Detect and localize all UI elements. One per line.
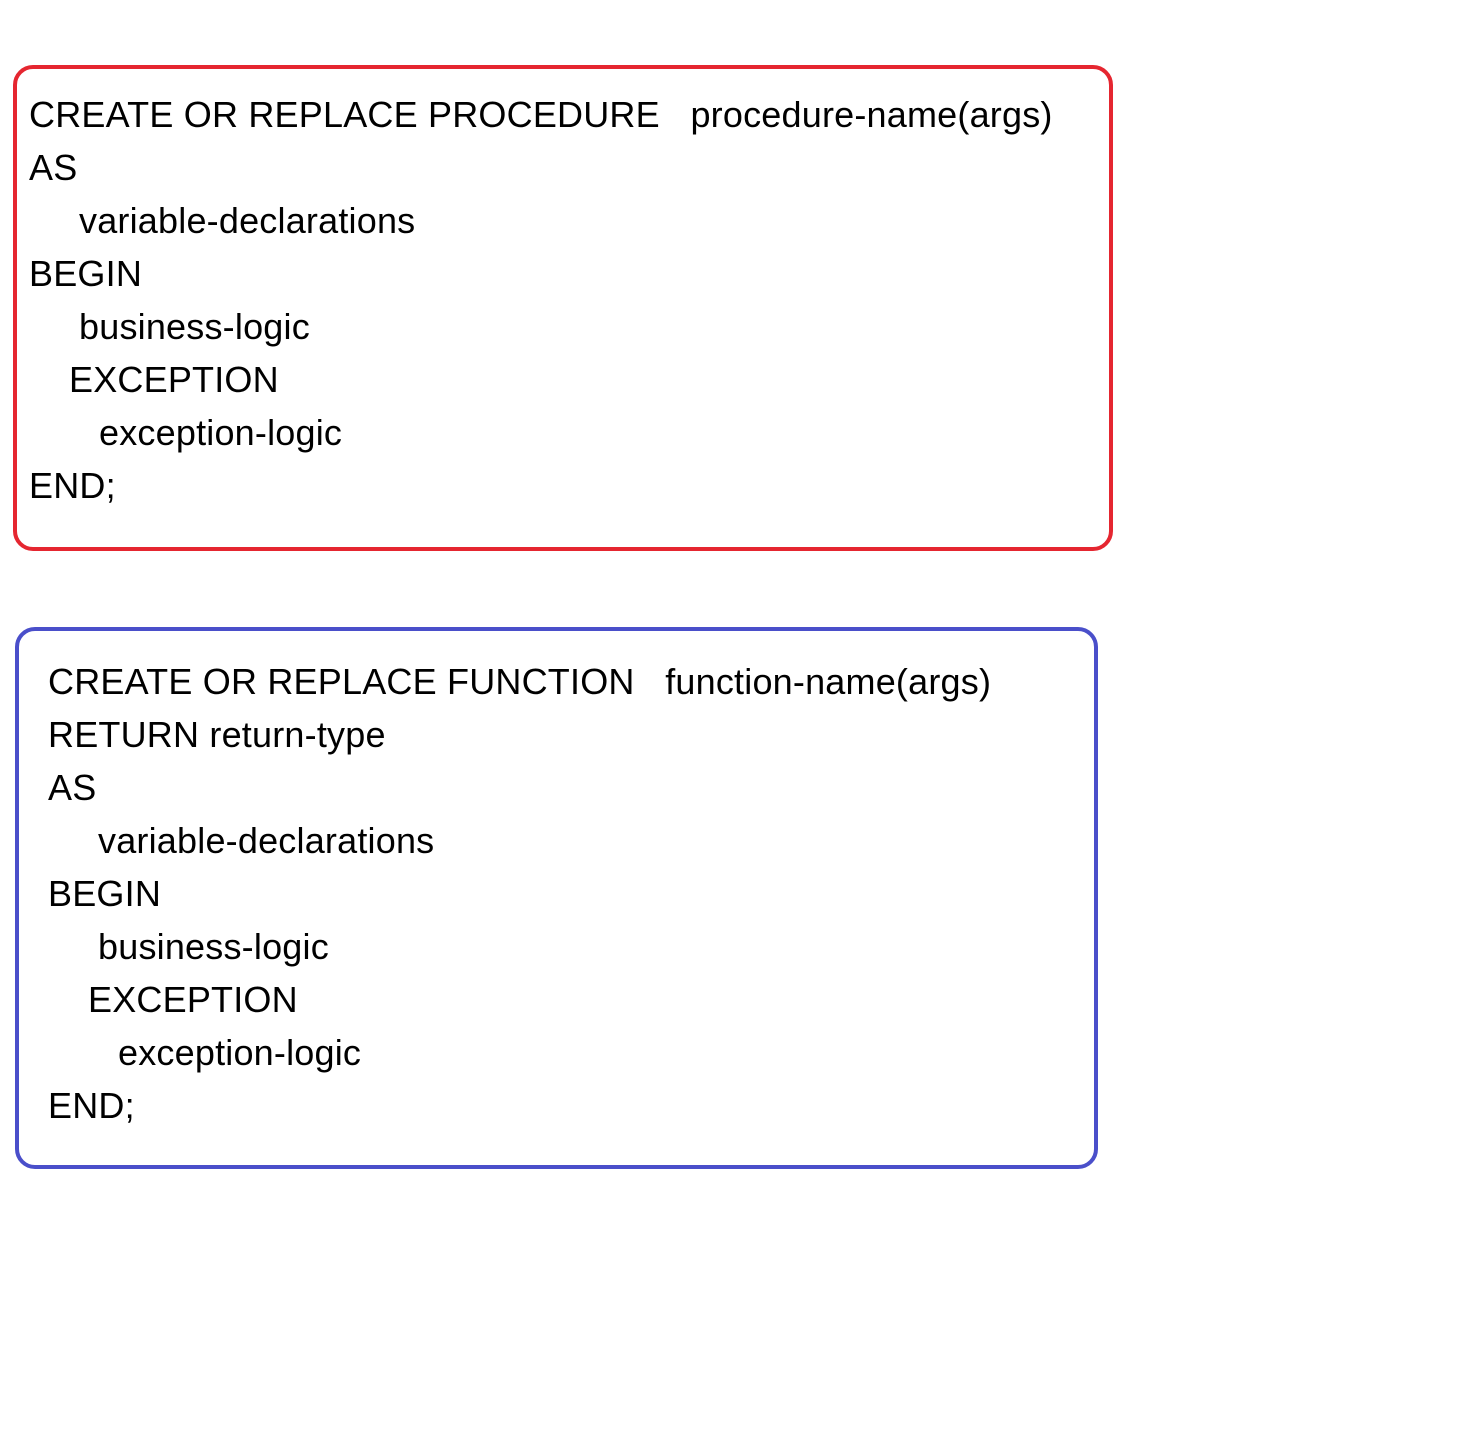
function-line-1: CREATE OR REPLACE FUNCTION function-name… bbox=[48, 661, 992, 702]
procedure-syntax-box bbox=[13, 65, 1113, 551]
procedure-line-6: EXCEPTION bbox=[69, 359, 279, 400]
procedure-line-8: END; bbox=[29, 465, 116, 506]
procedure-line-1: CREATE OR REPLACE PROCEDURE procedure-na… bbox=[29, 94, 1053, 135]
function-line-3: AS bbox=[48, 767, 97, 808]
procedure-line-4: BEGIN bbox=[29, 253, 143, 294]
procedure-line-3: variable-declarations bbox=[79, 200, 416, 241]
function-line-2: RETURN return-type bbox=[48, 714, 386, 755]
function-line-7: EXCEPTION bbox=[88, 979, 298, 1020]
procedure-line-2: AS bbox=[29, 147, 78, 188]
procedure-line-7: exception-logic bbox=[99, 412, 343, 453]
function-line-9: END; bbox=[48, 1085, 135, 1126]
function-line-4: variable-declarations bbox=[98, 820, 435, 861]
procedure-line-5: business-logic bbox=[79, 306, 310, 347]
function-line-6: business-logic bbox=[98, 926, 329, 967]
function-line-8: exception-logic bbox=[118, 1032, 362, 1073]
function-line-5: BEGIN bbox=[48, 873, 162, 914]
function-syntax-box bbox=[15, 627, 1098, 1169]
